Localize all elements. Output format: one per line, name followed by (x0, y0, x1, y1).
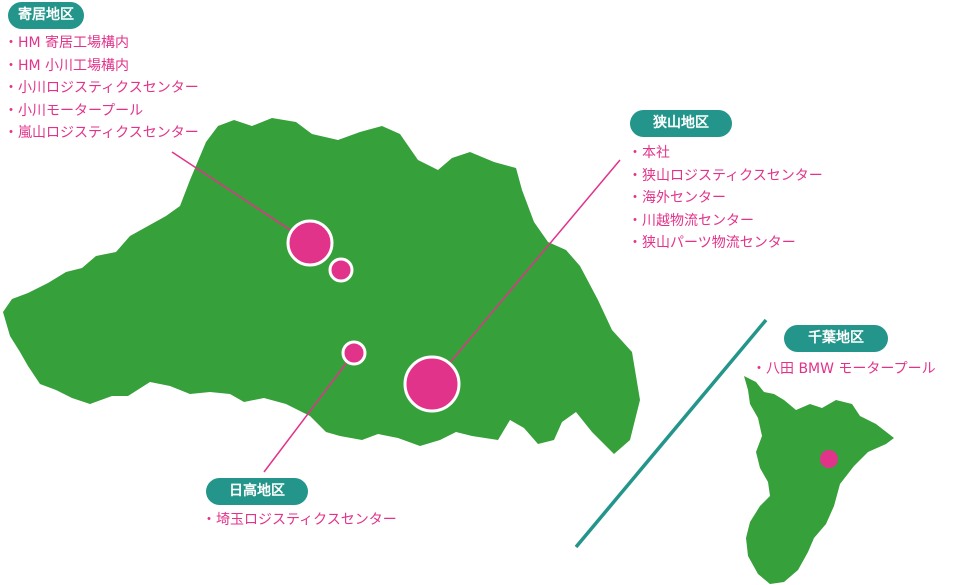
yorii-leader-line (171, 151, 311, 244)
chiba-land (744, 376, 894, 584)
district-badge-sayama: 狭山地区 (630, 110, 732, 137)
facility-item: 狭山ロジスティクスセンター (628, 165, 823, 188)
region-divider (574, 318, 768, 549)
sayama-leader-line (431, 159, 621, 385)
facility-item: HM 寄居工場構内 (4, 32, 199, 55)
facility-item: 小川ロジスティクスセンター (4, 77, 199, 100)
facility-item: 小川モータープール (4, 100, 199, 123)
facility-list-hidaka: 埼玉ロジスティクスセンター (202, 509, 397, 532)
sayama-marker[interactable] (403, 355, 461, 413)
yorii-marker-large[interactable] (286, 219, 334, 267)
chiba-marker[interactable] (820, 450, 838, 468)
facility-list-sayama: 本社 狭山ロジスティクスセンター 海外センター 川越物流センター 狭山パーツ物流… (628, 142, 823, 255)
facility-item: 埼玉ロジスティクスセンター (202, 509, 397, 532)
facility-item: 八田 BMW モータープール (752, 358, 936, 381)
facility-item: 川越物流センター (628, 210, 823, 233)
facility-item: 嵐山ロジスティクスセンター (4, 122, 199, 145)
district-badge-yorii: 寄居地区 (8, 2, 84, 29)
facility-list-yorii: HM 寄居工場構内 HM 小川工場構内 小川ロジスティクスセンター 小川モーター… (4, 32, 199, 145)
yorii-marker-small[interactable] (328, 257, 354, 283)
district-badge-chiba: 千葉地区 (784, 325, 888, 352)
facility-item: 狭山パーツ物流センター (628, 232, 823, 255)
hidaka-marker[interactable] (341, 340, 367, 366)
facility-item: HM 小川工場構内 (4, 55, 199, 78)
district-badge-hidaka: 日高地区 (206, 478, 308, 505)
facility-item: 海外センター (628, 187, 823, 210)
saitama-land (3, 118, 640, 454)
hidaka-leader-line (263, 352, 355, 473)
facility-list-chiba: 八田 BMW モータープール (752, 358, 936, 381)
facility-item: 本社 (628, 142, 823, 165)
